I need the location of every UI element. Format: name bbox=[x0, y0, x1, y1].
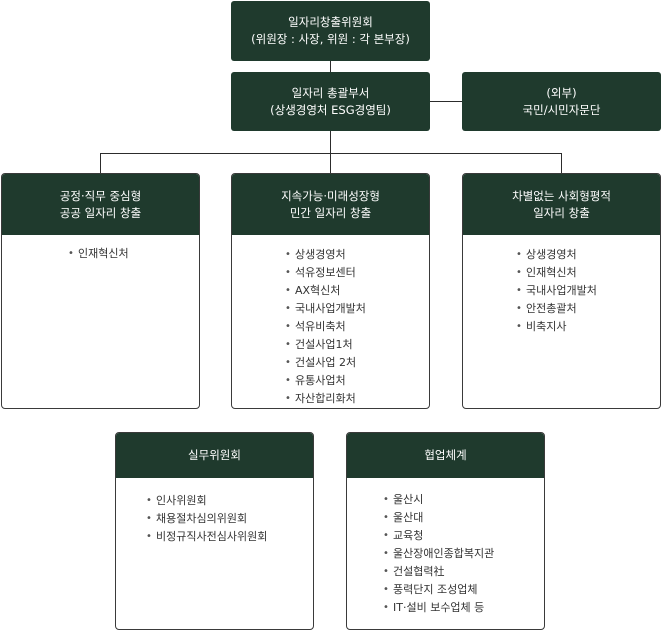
list-item: 울산장애인종합복지관 bbox=[383, 545, 544, 563]
list-item: 풍력단지 조성업체 bbox=[383, 581, 544, 599]
list-item: IT·설비 보수업체 등 bbox=[383, 599, 544, 617]
list-item: 비정규직사전심사위원회 bbox=[146, 528, 313, 546]
private-jobs-title-line2: 민간 일자리 창출 bbox=[289, 205, 372, 220]
committee-title: 일자리창출위원회 bbox=[288, 15, 373, 29]
working-committee-header: 실무위원회 bbox=[116, 433, 313, 478]
private-jobs-title-line1: 지속가능·미래성장형 bbox=[281, 188, 380, 203]
committee-subtitle: (위원장 : 사장, 위원 : 각 본부장) bbox=[251, 32, 410, 46]
hq-department-subtitle: (상생경영처 ESG경영팀) bbox=[270, 102, 391, 117]
list-item: 인재혁신처 bbox=[68, 245, 199, 263]
list-item: 유통사업처 bbox=[285, 372, 429, 390]
connector-center-drop bbox=[330, 153, 331, 173]
public-jobs-card: 공정·직무 중심형 공공 일자리 창출 인재혁신처 bbox=[1, 173, 200, 409]
list-item: 석유비축처 bbox=[285, 318, 429, 336]
list-item: 건설협력社 bbox=[383, 563, 544, 581]
private-jobs-list: 상생경영처 석유정보센터 AX혁신처 국내사업개발처 석유비축처 건설사업1처 … bbox=[232, 235, 429, 408]
equitable-jobs-list: 상생경영처 인재혁신처 국내사업개발처 안전총괄처 비축지사 bbox=[463, 235, 660, 336]
public-jobs-title-line2: 공공 일자리 창출 bbox=[59, 205, 142, 220]
public-jobs-title-line1: 공정·직무 중심형 bbox=[59, 188, 142, 203]
committee-node: 일자리창출위원회 (위원장 : 사장, 위원 : 각 본부장) bbox=[231, 1, 430, 61]
equitable-jobs-title-line2: 일자리 창출 bbox=[533, 205, 590, 220]
connector-mid-down bbox=[330, 131, 331, 153]
list-item: 자산합리화처 bbox=[285, 390, 429, 408]
connector-right-drop bbox=[561, 153, 562, 173]
connector-mid-external bbox=[430, 101, 462, 102]
list-item: 비축지사 bbox=[516, 318, 660, 336]
list-item: 인사위원회 bbox=[146, 492, 313, 510]
equitable-jobs-card: 차별없는 사회형평적 일자리 창출 상생경영처 인재혁신처 국내사업개발처 안전… bbox=[462, 173, 661, 409]
list-item: 석유정보센터 bbox=[285, 264, 429, 282]
private-jobs-header: 지속가능·미래성장형 민간 일자리 창출 bbox=[232, 174, 429, 235]
working-committee-title: 실무위원회 bbox=[188, 448, 241, 462]
list-item: 건설사업1처 bbox=[285, 336, 429, 354]
working-committee-list: 인사위원회 채용절차심의위원회 비정규직사전심사위원회 bbox=[116, 478, 313, 546]
list-item: 인재혁신처 bbox=[516, 264, 660, 282]
hq-department-node: 일자리 총괄부서 (상생경영처 ESG경영팀) bbox=[231, 72, 430, 131]
collaboration-title: 협업체계 bbox=[424, 448, 467, 462]
hq-department-title: 일자리 총괄부서 bbox=[291, 85, 370, 100]
list-item: 울산대 bbox=[383, 509, 544, 527]
external-label: (외부) bbox=[546, 85, 577, 100]
external-advisory-node: (외부) 국민/시민자문단 bbox=[462, 72, 661, 131]
list-item: 채용절차심의위원회 bbox=[146, 510, 313, 528]
equitable-jobs-header: 차별없는 사회형평적 일자리 창출 bbox=[463, 174, 660, 235]
collaboration-header: 협업체계 bbox=[347, 433, 544, 478]
connector-left-drop bbox=[100, 153, 101, 173]
list-item: AX혁신처 bbox=[285, 282, 429, 300]
list-item: 안전총괄처 bbox=[516, 300, 660, 318]
list-item: 국내사업개발처 bbox=[516, 282, 660, 300]
list-item: 건설사업 2처 bbox=[285, 354, 429, 372]
working-committee-card: 실무위원회 인사위원회 채용절차심의위원회 비정규직사전심사위원회 bbox=[115, 432, 314, 630]
public-jobs-list: 인재혁신처 bbox=[2, 235, 199, 263]
list-item: 상생경영처 bbox=[285, 246, 429, 264]
list-item: 교육청 bbox=[383, 527, 544, 545]
private-jobs-card: 지속가능·미래성장형 민간 일자리 창출 상생경영처 석유정보센터 AX혁신처 … bbox=[231, 173, 430, 409]
list-item: 국내사업개발처 bbox=[285, 300, 429, 318]
list-item: 울산시 bbox=[383, 491, 544, 509]
public-jobs-header: 공정·직무 중심형 공공 일자리 창출 bbox=[2, 174, 199, 235]
list-item: 상생경영처 bbox=[516, 246, 660, 264]
collaboration-list: 울산시 울산대 교육청 울산장애인종합복지관 건설협력社 풍력단지 조성업체 I… bbox=[347, 478, 544, 617]
collaboration-card: 협업체계 울산시 울산대 교육청 울산장애인종합복지관 건설협력社 풍력단지 조… bbox=[346, 432, 545, 630]
equitable-jobs-title-line1: 차별없는 사회형평적 bbox=[512, 188, 611, 203]
external-title: 국민/시민자문단 bbox=[522, 102, 601, 117]
connector-top-mid bbox=[330, 61, 331, 73]
